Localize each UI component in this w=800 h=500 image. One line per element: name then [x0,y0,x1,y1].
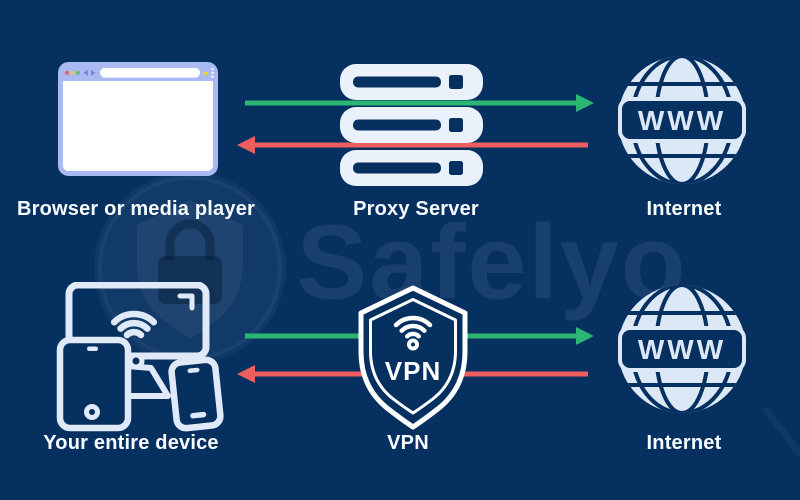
tablet-camera-dot [87,346,98,351]
proxy-server-icon [340,64,483,186]
www-band [618,326,746,372]
browser-label: Browser or media player [16,198,256,220]
wifi-icon [110,310,158,326]
internet-globe-icon-top: WWW [618,56,746,184]
watermark-streak [762,405,800,459]
vpn-shield-icon: VPN [358,285,468,430]
bookmark-star-icon: ★ [201,68,209,78]
top-incoming-arrowhead-icon [237,136,255,154]
watermark-padlock-shackle [165,219,215,260]
internet-label-bottom: Internet [646,432,722,454]
address-bar [100,68,200,78]
menu-dots-icon [211,67,214,71]
phone-home-bar [190,411,207,419]
server-slab-2 [340,107,483,143]
window-close-dot-icon [64,70,70,75]
internet-label-top: Internet [646,198,722,220]
shield-wifi-icon [393,315,433,351]
internet-globe-icon-bottom: WWW [618,285,746,413]
tablet-icon [56,336,132,432]
window-minimize-dot-icon [70,70,75,75]
vpn-label: VPN [387,432,429,454]
bottom-incoming-arrowhead-icon [237,365,255,383]
forward-arrow-icon [91,69,96,76]
top-outgoing-arrowhead-icon [576,94,594,112]
bottom-outgoing-arrowhead-icon [576,327,594,345]
monitor-stand [124,363,171,399]
devices-icon [56,282,224,432]
watermark-brand-text: Safelyo [296,203,688,322]
shield-inner-outline [369,298,457,415]
stand-mount-circle [127,352,145,370]
phone-icon [168,356,224,432]
tablet-home-button [84,404,100,420]
server-slab-3 [340,150,483,186]
back-arrow-icon [83,69,88,76]
monitor-corner-detail [177,293,195,311]
entire-device-label: Your entire device [43,432,219,454]
www-band [618,97,746,143]
proxy-server-label: Proxy Server [353,198,479,220]
server-slab-1 [340,64,483,100]
window-maximize-dot-icon [75,70,81,75]
phone-speaker [187,367,200,374]
www-text: WWW [638,334,726,365]
www-text: WWW [638,105,726,136]
shield-vpn-text: VPN [385,356,441,386]
browser-window-icon: ★ [58,62,218,176]
